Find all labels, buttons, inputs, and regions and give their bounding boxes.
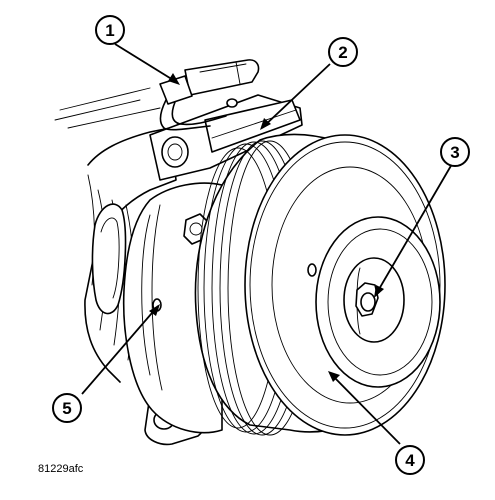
figure-id: 81229afc — [38, 463, 84, 475]
arrowhead-1 — [168, 73, 180, 85]
leader-line-5 — [81, 305, 159, 395]
callout-5: 5 — [52, 393, 82, 423]
leader-line-1 — [114, 43, 179, 84]
arrowheads — [149, 73, 384, 382]
leader-lines — [81, 43, 453, 445]
callout-2: 2 — [328, 37, 358, 67]
arrowhead-5 — [149, 304, 160, 316]
callout-5-label: 5 — [62, 399, 71, 418]
callout-1-label: 1 — [105, 21, 114, 40]
callout-3: 3 — [440, 137, 470, 167]
callout-3-label: 3 — [450, 143, 459, 162]
hub-center-bolt — [355, 282, 379, 317]
callout-4-label: 4 — [405, 451, 415, 470]
callout-4: 4 — [395, 445, 425, 475]
arrowhead-4 — [328, 371, 340, 382]
electrical-connector — [159, 59, 260, 131]
clutch-hub-plate — [315, 216, 441, 388]
callout-1: 1 — [95, 15, 125, 45]
leader-line-2 — [261, 63, 331, 129]
callout-2-label: 2 — [338, 43, 347, 62]
clutch-coil-bracket — [149, 94, 303, 181]
leader-line-4 — [329, 372, 401, 445]
leader-line-3 — [374, 163, 453, 297]
arrowhead-3 — [374, 285, 384, 298]
arrowhead-2 — [260, 118, 271, 130]
